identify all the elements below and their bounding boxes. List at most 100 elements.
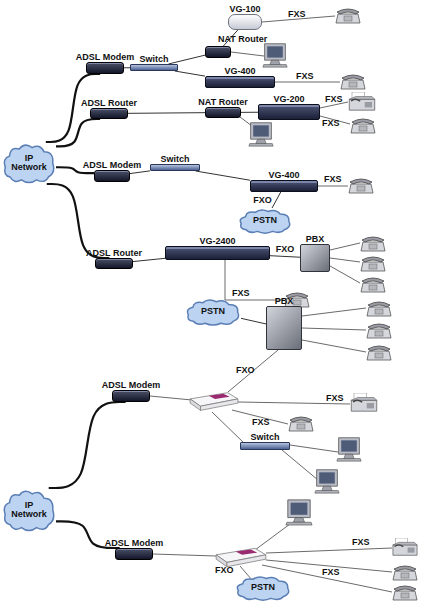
phone-wire: [330, 266, 360, 283]
adsl-modem: ADSL Modem: [115, 548, 153, 560]
network-cable: [56, 119, 100, 146]
phone-wire: [318, 186, 348, 187]
cloud-outline: [187, 300, 238, 325]
phone-wire: [330, 258, 360, 262]
connection-line: [133, 258, 165, 261]
device-label: VG-100: [229, 5, 260, 14]
connection-line: [196, 171, 250, 180]
network-cable: [49, 402, 126, 488]
telephone-icon: [361, 257, 385, 271]
phone-wire: [302, 340, 366, 352]
network-switch: Switch: [150, 164, 200, 171]
voip-gateway: VG-200: [258, 104, 320, 120]
router: NAT Router: [205, 46, 231, 58]
connection-line: [128, 112, 205, 114]
device-label: ADSL Router: [86, 249, 142, 258]
telephone-icon: [349, 179, 373, 193]
telephone-icon: [351, 119, 375, 133]
device-label: VG-200: [273, 95, 304, 104]
phone-wire: [275, 82, 340, 83]
cloud-label: IP Network: [6, 501, 52, 520]
network-switch: Switch: [130, 64, 178, 71]
fax-icon: [393, 538, 417, 555]
network-cloud: IP Network: [2, 488, 56, 532]
device-label: VG-400: [268, 171, 299, 180]
voip-gateway: VG-2400: [165, 246, 270, 260]
port-label: FXS: [325, 95, 343, 104]
router: ADSL Router: [90, 108, 128, 119]
voip-gateway: VG-100: [228, 14, 262, 30]
network-switch: Switch: [240, 442, 290, 450]
telephone-icon: [393, 586, 417, 600]
telephone-icon: [289, 417, 313, 431]
cloud-outline: [237, 577, 288, 600]
voip-gateway: VG-400: [205, 76, 275, 88]
voip-router-icon: [190, 393, 238, 411]
connection-line: [175, 71, 205, 76]
device-label: NAT Router: [198, 98, 247, 107]
port-label: FXO: [236, 366, 255, 375]
lan-wire: [153, 554, 216, 556]
connection-line: [241, 112, 258, 113]
port-label: FXS: [326, 394, 344, 403]
lan-wire: [150, 396, 192, 400]
telephone-icon: [367, 324, 391, 338]
lan-wire: [240, 117, 252, 126]
router: ADSL Router: [95, 258, 133, 269]
telephone-icon: [361, 278, 385, 292]
computer-icon: [263, 44, 287, 67]
device-label: ADSL Modem: [83, 161, 141, 170]
network-cloud: PSTN: [185, 298, 241, 326]
port-label: FXS: [322, 568, 340, 577]
connection-line: [241, 318, 266, 324]
cloud-outline: [4, 145, 53, 182]
pbx-unit: PBX: [300, 244, 330, 272]
port-label: FXS: [232, 289, 250, 298]
cloud-label: PSTN: [189, 307, 237, 316]
cloud-label: PSTN: [242, 216, 288, 225]
lan-wire: [282, 450, 318, 480]
pbx-unit: PBX: [266, 306, 302, 350]
port-label: FXS: [288, 10, 306, 19]
network-cloud: PSTN: [235, 575, 291, 601]
device-label: VG-2400: [199, 237, 235, 246]
port-label: FXS: [252, 418, 270, 427]
lan-wire: [255, 524, 290, 550]
cloud-outline: [4, 491, 53, 530]
lan-wire: [231, 52, 264, 56]
computer-icon: [337, 438, 361, 461]
device-label: Switch: [250, 433, 279, 442]
network-cable: [47, 184, 110, 258]
device-label: ADSL Modem: [76, 53, 134, 62]
port-label: FXS: [352, 538, 370, 547]
cloud-label: PSTN: [239, 583, 287, 592]
device-label: VG-400: [224, 67, 255, 76]
device-label: ADSL Modem: [102, 381, 160, 390]
edge-label: FXO: [276, 245, 295, 254]
trunk-wire: [240, 566, 252, 580]
device-label: Switch: [160, 155, 189, 164]
phone-wire: [266, 548, 392, 553]
computer-icon: [286, 500, 312, 525]
telephone-icon: [367, 346, 391, 360]
computer-icon: [315, 470, 339, 493]
connection-line: [272, 192, 281, 208]
cloud-outline: [240, 210, 289, 233]
voip-router-icon: [216, 548, 266, 566]
network-cloud: PSTN: [238, 208, 292, 234]
telephone-icon: [341, 75, 365, 89]
trunk-wire: [228, 350, 278, 392]
connection-line: [168, 55, 205, 64]
phone-wire: [302, 328, 366, 330]
edge-label: FXO: [253, 196, 272, 205]
fax-icon: [349, 92, 374, 110]
adsl-modem: ADSL Modem: [94, 170, 130, 182]
device-label: ADSL Modem: [105, 539, 163, 548]
telephone-icon: [393, 566, 417, 580]
telephone-icon: [361, 237, 385, 251]
phone-wire: [225, 260, 284, 300]
cloud-label: IP Network: [6, 154, 52, 173]
adsl-modem: ADSL Modem: [112, 390, 150, 402]
lan-wire: [290, 445, 338, 452]
device-label: NAT Router: [218, 35, 267, 44]
